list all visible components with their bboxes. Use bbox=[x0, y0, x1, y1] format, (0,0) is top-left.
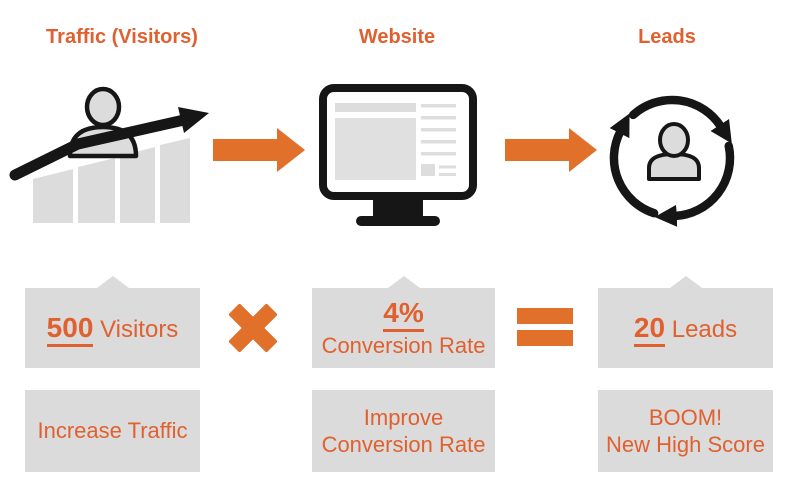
visitors-metric: 500 Visitors bbox=[46, 312, 179, 347]
increase-traffic-box: Increase Traffic bbox=[25, 390, 200, 472]
pointer-up-icon bbox=[387, 276, 420, 288]
conversion-rate-metric-box: 4% Conversion Rate bbox=[312, 276, 495, 368]
bar-chart-growth-person-icon bbox=[8, 82, 218, 232]
flow-arrow-right-icon bbox=[213, 128, 305, 172]
website-title: Website bbox=[358, 26, 436, 48]
improve-conversion-box: Improve Conversion Rate bbox=[312, 390, 495, 472]
conversion-rate-label: Conversion Rate bbox=[321, 333, 486, 358]
leads-metric: 20 Leads bbox=[633, 312, 738, 347]
leads-title: Leads bbox=[638, 26, 696, 48]
action-line: Conversion Rate bbox=[321, 432, 486, 457]
desktop-monitor-webpage-icon bbox=[318, 84, 478, 227]
action-line: New High Score bbox=[606, 432, 765, 457]
action-line: Increase Traffic bbox=[37, 418, 188, 444]
action-line: Improve bbox=[363, 404, 444, 430]
visitors-label: Visitors bbox=[100, 316, 179, 343]
visitors-value: 500 bbox=[46, 312, 94, 347]
new-high-score-box: BOOM! New High Score bbox=[598, 390, 773, 472]
equals-icon bbox=[517, 308, 573, 351]
traffic-title: Traffic (Visitors) bbox=[46, 26, 198, 48]
pointer-up-icon bbox=[669, 276, 702, 288]
visitors-metric-box: 500 Visitors bbox=[25, 276, 200, 368]
multiply-icon bbox=[228, 303, 278, 357]
leads-label: Leads bbox=[671, 316, 738, 343]
person-cycle-arrows-icon bbox=[592, 76, 752, 241]
leads-metric-box: 20 Leads bbox=[598, 276, 773, 368]
leads-value: 20 bbox=[633, 312, 666, 347]
action-line: BOOM! bbox=[648, 404, 723, 430]
flow-arrow-right-icon bbox=[505, 128, 597, 172]
conversion-rate-value: 4% bbox=[383, 297, 424, 332]
pointer-up-icon bbox=[96, 276, 129, 288]
